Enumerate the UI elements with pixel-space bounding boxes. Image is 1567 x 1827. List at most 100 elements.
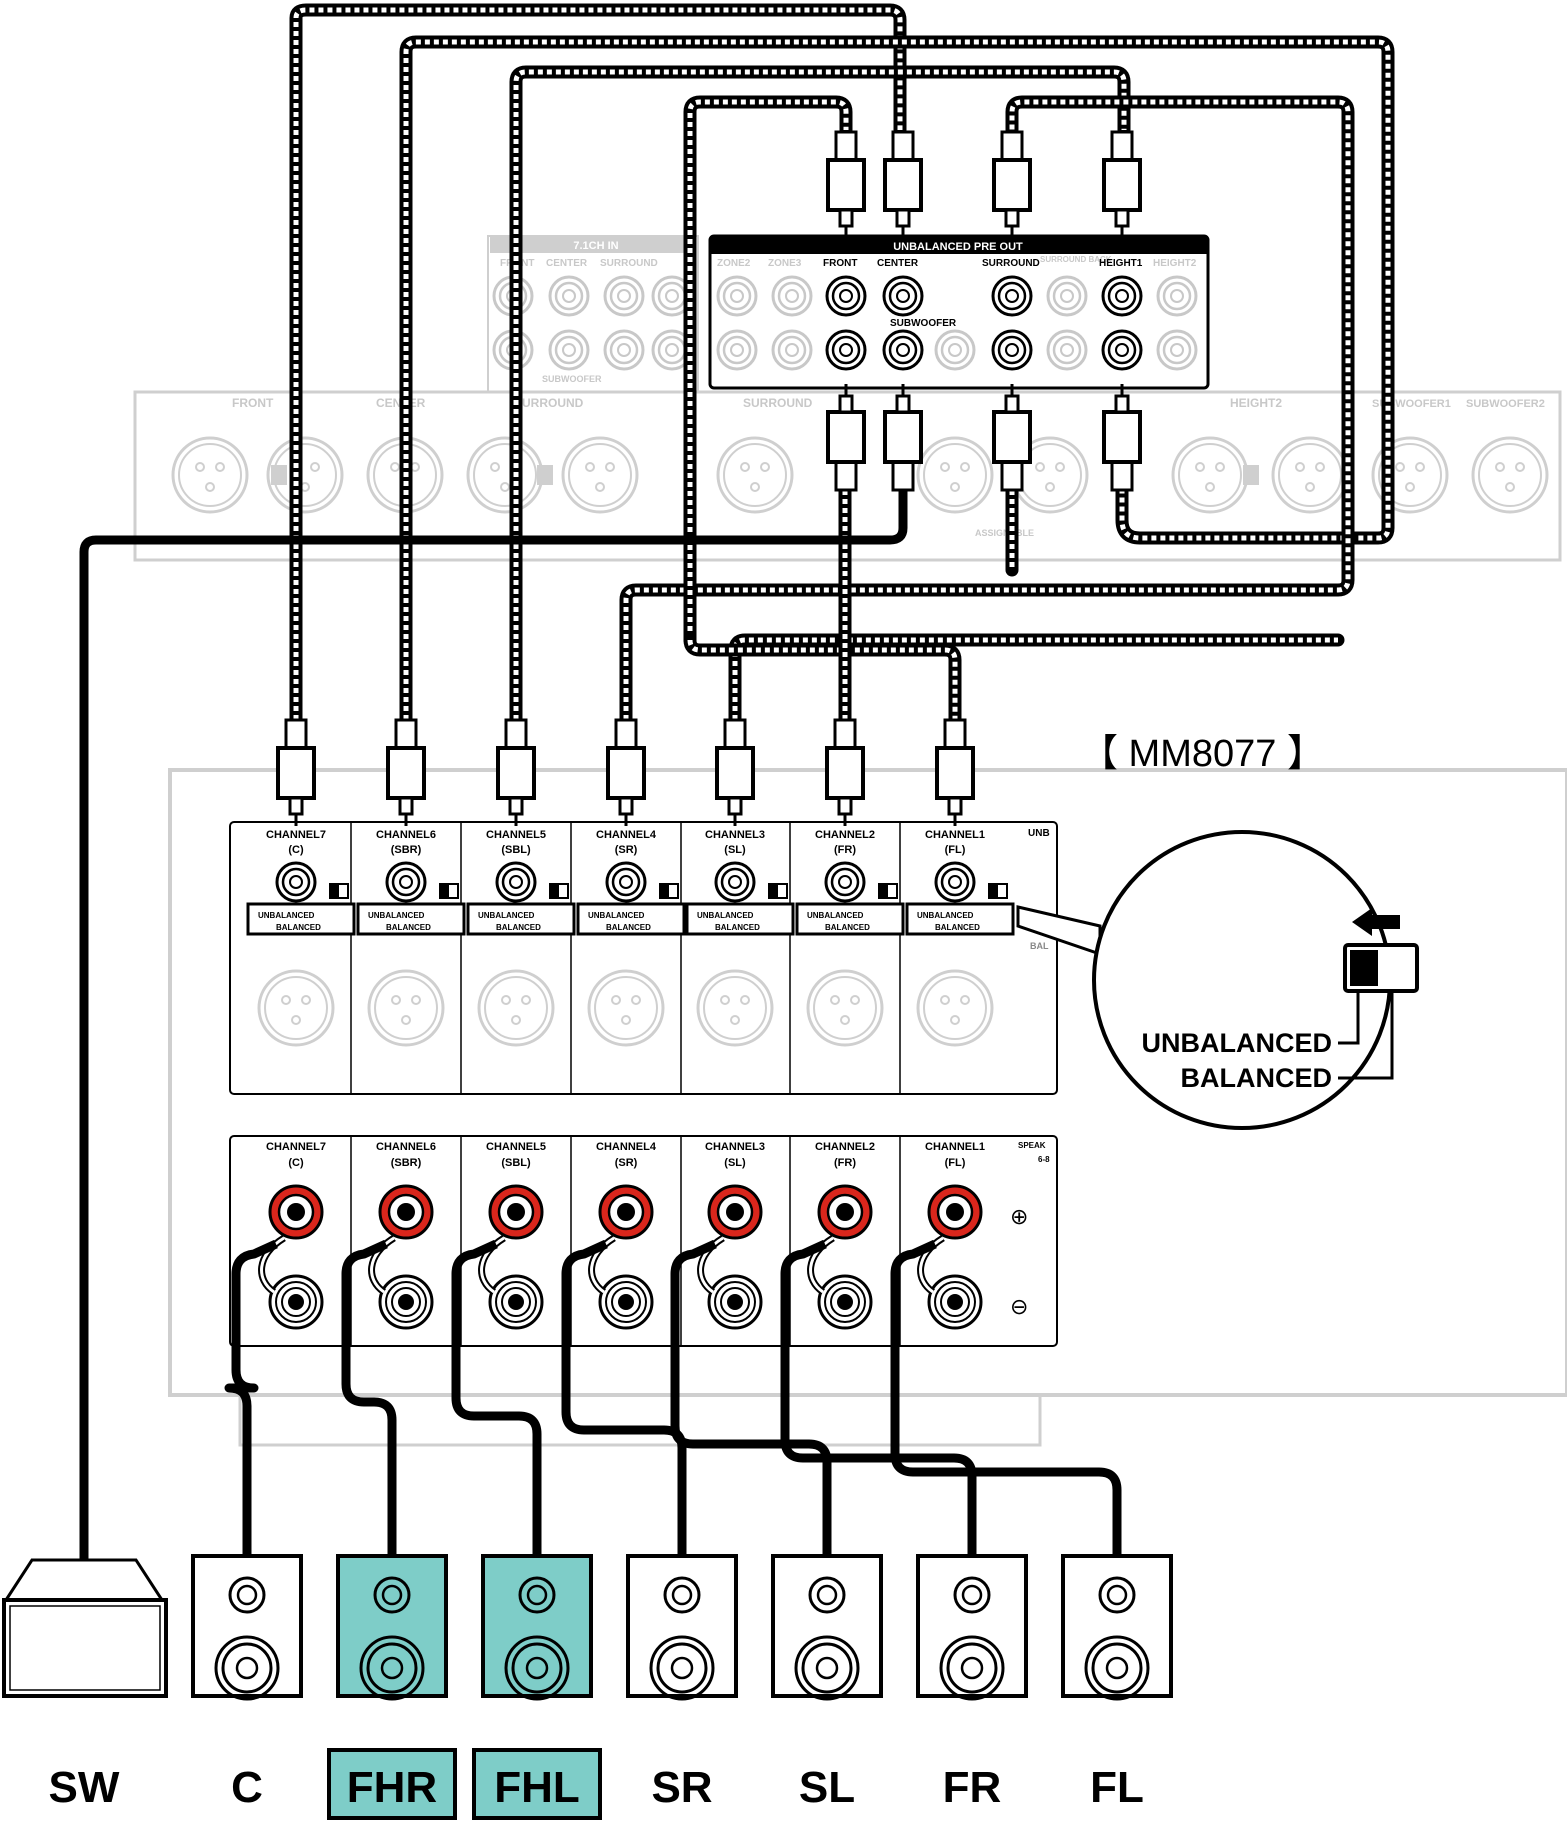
channel-column: CHANNEL4(SR)UNBALANCEDBALANCEDCHANNEL4(S… [576, 822, 686, 1346]
channel-sub: (SBR) [391, 1157, 422, 1169]
switch-unbalanced: UNBALANCED [368, 911, 425, 920]
switch-balanced: BALANCED [935, 923, 980, 932]
speaker-sl: SL [771, 1554, 883, 1812]
switch-balanced: BALANCED [825, 923, 870, 932]
channel-name: CHANNEL2 [815, 1141, 875, 1153]
rca-plug-amp [825, 718, 865, 828]
xlr-row: FRONT CENTER SURROUND SURROUND HEIGHT2 S… [171, 396, 1549, 538]
switch-unbalanced: UNBALANCED [478, 911, 535, 920]
rca-cable [683, 633, 962, 727]
speaker-cable [224, 1239, 278, 1560]
speaker-sr: SR [626, 1554, 738, 1812]
channel-name: CHANNEL3 [705, 829, 765, 841]
channel-sub: (SBR) [391, 844, 422, 856]
speaker-sw: SW [2, 1558, 168, 1812]
speaker-cut2: 6-8 [1038, 1155, 1050, 1164]
channel-name: CHANNEL3 [705, 1141, 765, 1153]
in71-header: 7.1CH IN [573, 240, 618, 252]
channel-sub: (SR) [615, 1157, 638, 1169]
channel-name: CHANNEL1 [925, 1141, 985, 1153]
minus-sign: ⊖ [1010, 1294, 1028, 1319]
speaker-label: SR [651, 1763, 712, 1812]
speaker-fhr: FHR [327, 1554, 457, 1820]
terminal-minus [817, 1274, 873, 1330]
speaker-label-box [472, 1748, 602, 1820]
preout-subwoofer: SUBWOOFER [890, 318, 957, 329]
preout-surround-back: SURROUND BACK [1040, 255, 1112, 264]
speaker-label: C [231, 1763, 263, 1812]
speaker-cable [780, 1239, 977, 1560]
rca-plug-amp [276, 718, 316, 828]
channel-name: CHANNEL5 [486, 1141, 546, 1153]
channel-name: CHANNEL5 [486, 829, 546, 841]
preout-height2: HEIGHT2 [1153, 258, 1197, 269]
switch-balanced: BALANCED [386, 923, 431, 932]
unb-cut: UNB [1028, 828, 1050, 839]
svg-text:FRONT: FRONT [232, 396, 274, 410]
terminal-minus [378, 1274, 434, 1330]
speaker-fhl: FHL [472, 1554, 602, 1820]
switch-unbalanced: UNBALANCED [807, 911, 864, 920]
preout-zone3: ZONE3 [768, 258, 802, 269]
rca-cable [509, 65, 1131, 727]
model-label: 【 MM8077 】 [1080, 733, 1325, 775]
svg-text:SUBWOOFER2: SUBWOOFER2 [1466, 398, 1545, 410]
speaker-label-box [327, 1748, 457, 1820]
channel-sub: (FL) [945, 1157, 966, 1169]
preout-height1: HEIGHT1 [1099, 258, 1143, 269]
channel-name: CHANNEL6 [376, 1141, 436, 1153]
speaker-cable [670, 1239, 832, 1560]
channel-name: CHANNEL2 [815, 829, 875, 841]
rca-plug-amp [496, 718, 536, 828]
channel-name: CHANNEL7 [266, 1141, 326, 1153]
channel-column: CHANNEL3(SL)UNBALANCEDBALANCEDCHANNEL3(S… [685, 822, 795, 1346]
rca-plug-top [883, 130, 923, 240]
callout-balanced: BALANCED [1181, 1063, 1333, 1093]
terminal-plus [488, 1184, 544, 1240]
channel-column: CHANNEL5(SBL)UNBALANCEDBALANCEDCHANNEL5(… [466, 822, 576, 1346]
channel-name: CHANNEL4 [596, 1141, 657, 1153]
assignable-label: ASSIGNABLE [975, 528, 1034, 538]
svg-text:CENTER: CENTER [546, 258, 588, 269]
switch-callout: UNBALANCED BALANCED [1016, 830, 1419, 1130]
channel-sub: (SL) [724, 844, 746, 856]
switch-unbalanced: UNBALANCED [917, 911, 974, 920]
channel-sub: (FR) [834, 844, 856, 856]
bal-cut: BAL [1030, 941, 1049, 951]
rca-plug-bottom [826, 382, 866, 492]
terminal-minus [598, 1274, 654, 1330]
switch-balanced: BALANCED [715, 923, 760, 932]
speaker-label: FR [943, 1763, 1002, 1812]
terminal-minus [268, 1274, 324, 1330]
channel-name: CHANNEL1 [925, 829, 985, 841]
speaker-c: C [191, 1554, 303, 1812]
rca-cable [289, 3, 907, 727]
channel-sub: (FL) [945, 844, 966, 856]
svg-text:SURROUND: SURROUND [514, 396, 584, 410]
svg-text:HEIGHT2: HEIGHT2 [1230, 396, 1282, 410]
amplifier: 【 MM8077 】 UNB BAL SPEAK 6-8 ⊕ ⊖ CHANNEL… [168, 733, 1567, 1447]
speaker-label: FHL [494, 1763, 580, 1812]
rca-plug-top [992, 130, 1032, 240]
channel-sub: (SBL) [501, 844, 531, 856]
speaker-label: FHR [347, 1763, 437, 1812]
channel-column: CHANNEL1 (FL) UNBALANCED BALANCED CHANNEL1 (F… [905, 829, 1015, 1330]
rca-plug-bottom [883, 382, 923, 492]
svg-text:SURROUND: SURROUND [743, 396, 813, 410]
channel-sub: (SR) [615, 844, 638, 856]
channel-columns: CHANNEL7 (C) UNBALANCED BALANCED CHANNEL7 (C)… [246, 822, 1015, 1346]
channel-sub: (C) [288, 1157, 304, 1169]
terminal-plus [927, 1184, 983, 1240]
cables [79, 3, 1395, 1570]
rca-cable [683, 95, 853, 647]
switch-balanced: BALANCED [276, 923, 321, 932]
switch-unbalanced: UNBALANCED [697, 911, 754, 920]
channel-name: CHANNEL6 [376, 829, 436, 841]
rca-cable [399, 35, 1395, 727]
speaker-cable [890, 1239, 1122, 1560]
channel-sub: (C) [288, 844, 304, 856]
channel-name: CHANNEL7 [266, 829, 326, 841]
